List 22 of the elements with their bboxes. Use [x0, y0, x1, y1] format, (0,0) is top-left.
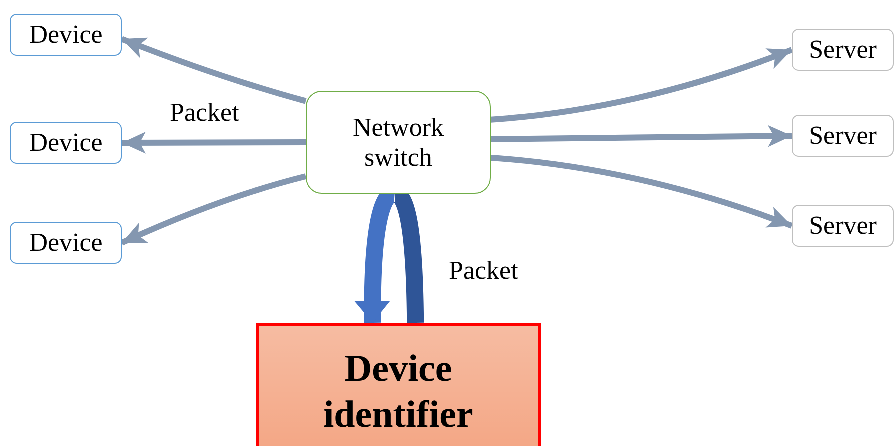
node-label: Server	[809, 121, 877, 151]
node-label: Server	[809, 211, 877, 241]
arrow	[120, 174, 307, 246]
server-box	[792, 115, 894, 157]
node-label: Device	[29, 128, 103, 158]
node-label: Device identifier	[322, 347, 474, 438]
node-label: Network switch	[352, 112, 445, 172]
node-label: Device	[29, 228, 103, 258]
node-label: Server	[809, 35, 877, 65]
arrow	[490, 125, 792, 148]
device-box	[10, 222, 122, 264]
arrow	[122, 132, 306, 154]
arrow	[490, 154, 794, 229]
switch-box	[306, 91, 491, 194]
server-box	[792, 29, 894, 71]
arrow	[120, 36, 307, 104]
node-label: Device	[29, 20, 103, 50]
device-box	[10, 14, 122, 56]
server-box	[792, 205, 894, 247]
device-box	[10, 122, 122, 164]
identifier-box	[256, 323, 541, 446]
arrow	[490, 47, 794, 123]
